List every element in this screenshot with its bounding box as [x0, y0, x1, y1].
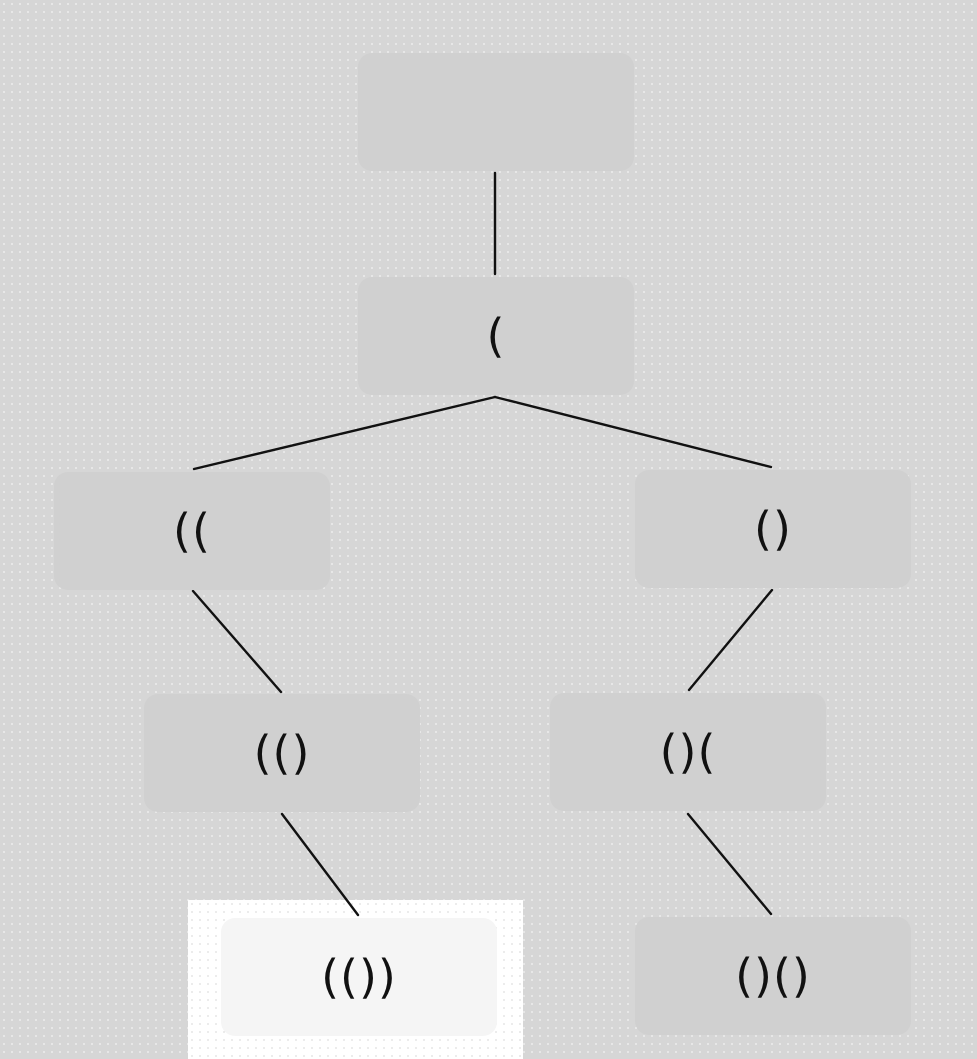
tree-node[interactable]: (): [635, 470, 911, 588]
node-label: ((: [173, 504, 211, 558]
edge-n1-to-n2: [192, 395, 497, 471]
edge-n1-to-n3: [493, 395, 773, 469]
tree-node[interactable]: ()(): [635, 917, 911, 1035]
node-label: ()(): [735, 949, 811, 1003]
node-label: (()): [321, 950, 397, 1004]
tree-node[interactable]: ()(: [550, 693, 826, 811]
node-label: (: [486, 309, 506, 363]
edge-n2-to-n4: [191, 589, 283, 694]
edge-n5-to-n7: [686, 812, 773, 916]
node-label: ((): [253, 726, 311, 780]
tree-node[interactable]: ((): [144, 694, 420, 812]
node-label: (): [754, 502, 792, 556]
tree-node[interactable]: (: [358, 277, 634, 395]
tree-node-root[interactable]: [358, 53, 634, 171]
tree-node[interactable]: ((: [54, 472, 330, 590]
node-label: ()(: [659, 725, 717, 779]
edge-n3-to-n5: [687, 588, 774, 692]
edge-n4-to-n6: [280, 812, 360, 917]
tree-node-selected[interactable]: (()): [221, 918, 497, 1036]
